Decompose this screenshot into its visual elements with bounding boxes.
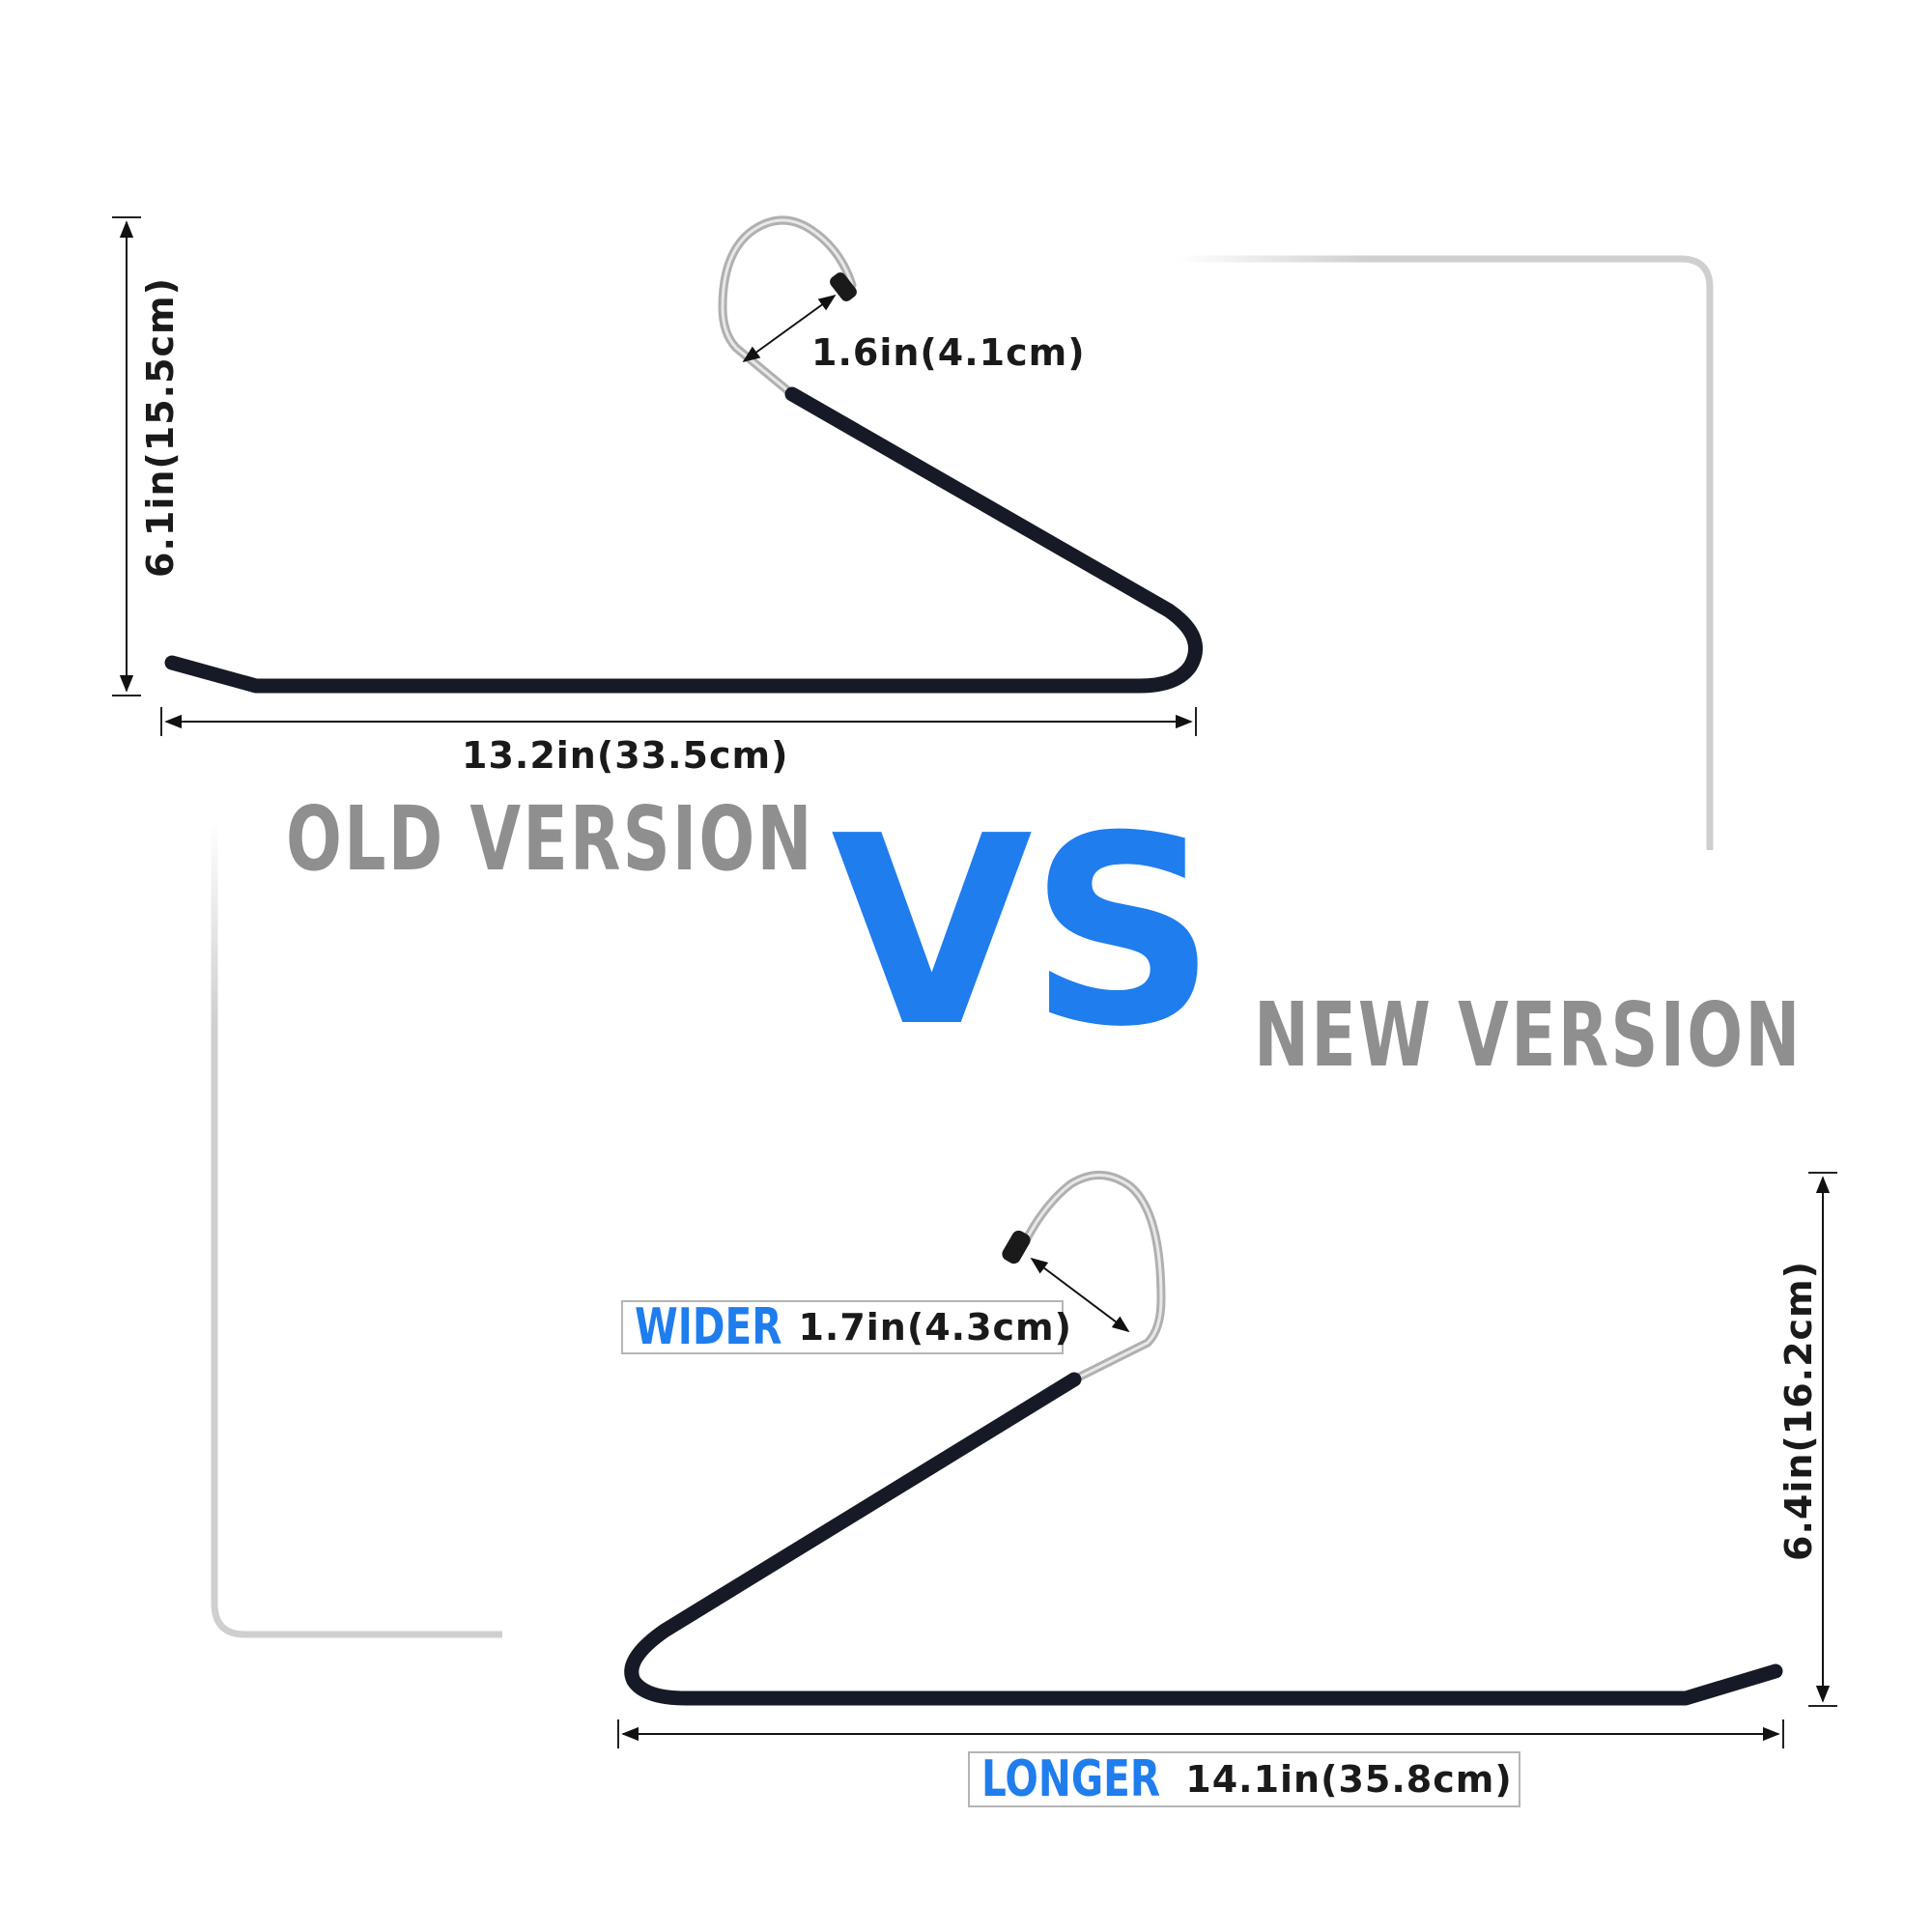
old-height-label: 6.1in(15.5cm) <box>139 276 182 578</box>
new-version-title: NEW VERSION <box>1254 983 1803 1087</box>
new-hanger <box>624 1171 1783 1706</box>
new-width-callout: LONGER 14.1in(35.8cm) <box>968 1750 1520 1808</box>
new-hook-dimension <box>1030 1257 1130 1333</box>
new-width-dimension <box>617 1719 1784 1748</box>
frame-top-right <box>1179 255 1714 850</box>
new-height-dimension <box>1808 1172 1837 1707</box>
wider-badge: WIDER <box>635 1298 782 1356</box>
old-height-dimension <box>112 216 141 696</box>
old-version-title: OLD VERSION <box>286 787 814 891</box>
new-hook-label: 1.7in(4.3cm) <box>798 1306 1073 1349</box>
vs-title: VS <box>831 780 1216 1084</box>
new-hook-callout: WIDER 1.7in(4.3cm) <box>621 1298 1071 1356</box>
old-width-label: 13.2in(33.5cm) <box>462 734 789 777</box>
old-hanger-bar <box>164 386 1204 694</box>
old-hanger-tip-cap <box>830 272 857 301</box>
old-hook-label: 1.6in(4.1cm) <box>811 331 1086 374</box>
old-hook-dimension <box>742 294 837 363</box>
new-hanger-bar <box>624 1372 1783 1706</box>
new-width-label: 14.1in(35.8cm) <box>1185 1758 1513 1801</box>
longer-badge: LONGER <box>981 1750 1161 1808</box>
new-hanger-tip-cap <box>1002 1230 1031 1264</box>
old-width-dimension <box>160 707 1197 736</box>
old-hanger <box>164 215 1204 694</box>
frame-bottom-left <box>211 821 502 1638</box>
new-height-label: 6.4in(16.2cm) <box>1777 1260 1820 1561</box>
